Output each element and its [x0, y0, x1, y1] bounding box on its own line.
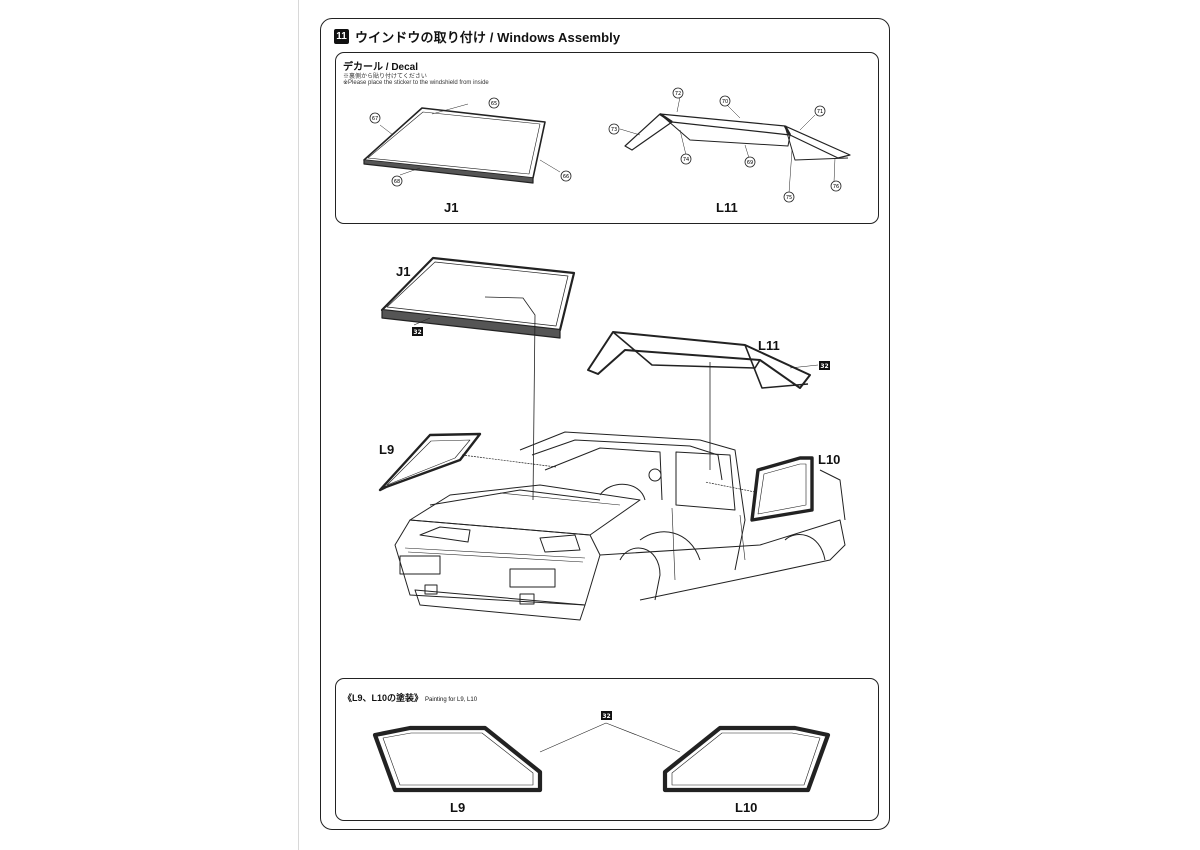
step-frame — [320, 18, 890, 830]
decal-note-en: ※Please place the sticker to the windshi… — [343, 80, 489, 86]
decal-j1-label: J1 — [444, 200, 459, 215]
decal-number: 67 — [372, 116, 378, 122]
assembly-l9-label: L9 — [379, 442, 395, 457]
page-gutter-line — [298, 0, 299, 850]
decal-number: 74 — [683, 157, 689, 163]
decal-number: 73 — [611, 127, 617, 133]
painting-l10-illustration — [662, 725, 831, 793]
decal-number: 71 — [817, 109, 823, 115]
svg-text:32: 32 — [820, 363, 828, 370]
painting-title-ja: 《L9、L10の塗装》 — [343, 693, 424, 703]
painting-panel — [335, 678, 879, 821]
decal-number: 70 — [722, 99, 728, 105]
car-body-illustration — [394, 431, 846, 621]
assembly-j1-illustration — [380, 256, 576, 501]
paint-code-badge-painting: 32 — [601, 711, 612, 720]
painting-title: 《L9、L10の塗装》Painting for L9, L10 — [343, 691, 477, 704]
decal-j1-windshield-illustration — [363, 103, 561, 184]
assembly-l10-label: L10 — [818, 452, 841, 467]
painting-leader-lines — [539, 722, 681, 753]
decal-number: 72 — [675, 91, 681, 97]
decal-number: 65 — [491, 101, 497, 107]
step-title: ウインドウの取り付け / Windows Assembly — [355, 30, 621, 45]
decal-l11-roof-illustration — [619, 96, 851, 194]
decal-number: 76 — [833, 184, 839, 190]
decal-l11-callouts: 72 70 71 73 74 69 75 76 — [608, 87, 842, 203]
decal-number: 68 — [394, 179, 400, 185]
decal-number: 66 — [563, 174, 569, 180]
decal-number: 69 — [747, 160, 753, 166]
assembly-l9-illustration — [378, 432, 557, 492]
svg-text:32: 32 — [602, 713, 610, 720]
paint-code-badge-j1: 32 — [412, 327, 423, 336]
paint-code-badge-l11: 32 — [819, 361, 830, 370]
decal-j1-callouts: 65 67 66 68 — [369, 97, 572, 187]
assembly-j1-label: J1 — [396, 264, 411, 279]
decal-number: 75 — [786, 195, 792, 201]
decal-panel — [335, 52, 879, 224]
svg-text:32: 32 — [413, 329, 421, 336]
step-number-badge: 11 — [334, 29, 349, 44]
assembly-l10-illustration — [704, 456, 814, 522]
assembly-l11-label: L11 — [758, 338, 780, 353]
decal-title: デカール / Decal — [343, 62, 419, 73]
step-header: 11 ウインドウの取り付け / Windows Assembly — [334, 27, 620, 46]
painting-l9-illustration — [372, 725, 543, 793]
painting-l10-label: L10 — [735, 800, 758, 815]
painting-l9-label: L9 — [450, 800, 466, 815]
decal-l11-label: L11 — [716, 200, 738, 215]
painting-subtitle: Painting for L9, L10 — [425, 697, 478, 703]
decal-note-ja: ※裏側から貼り付けてください — [343, 74, 427, 80]
